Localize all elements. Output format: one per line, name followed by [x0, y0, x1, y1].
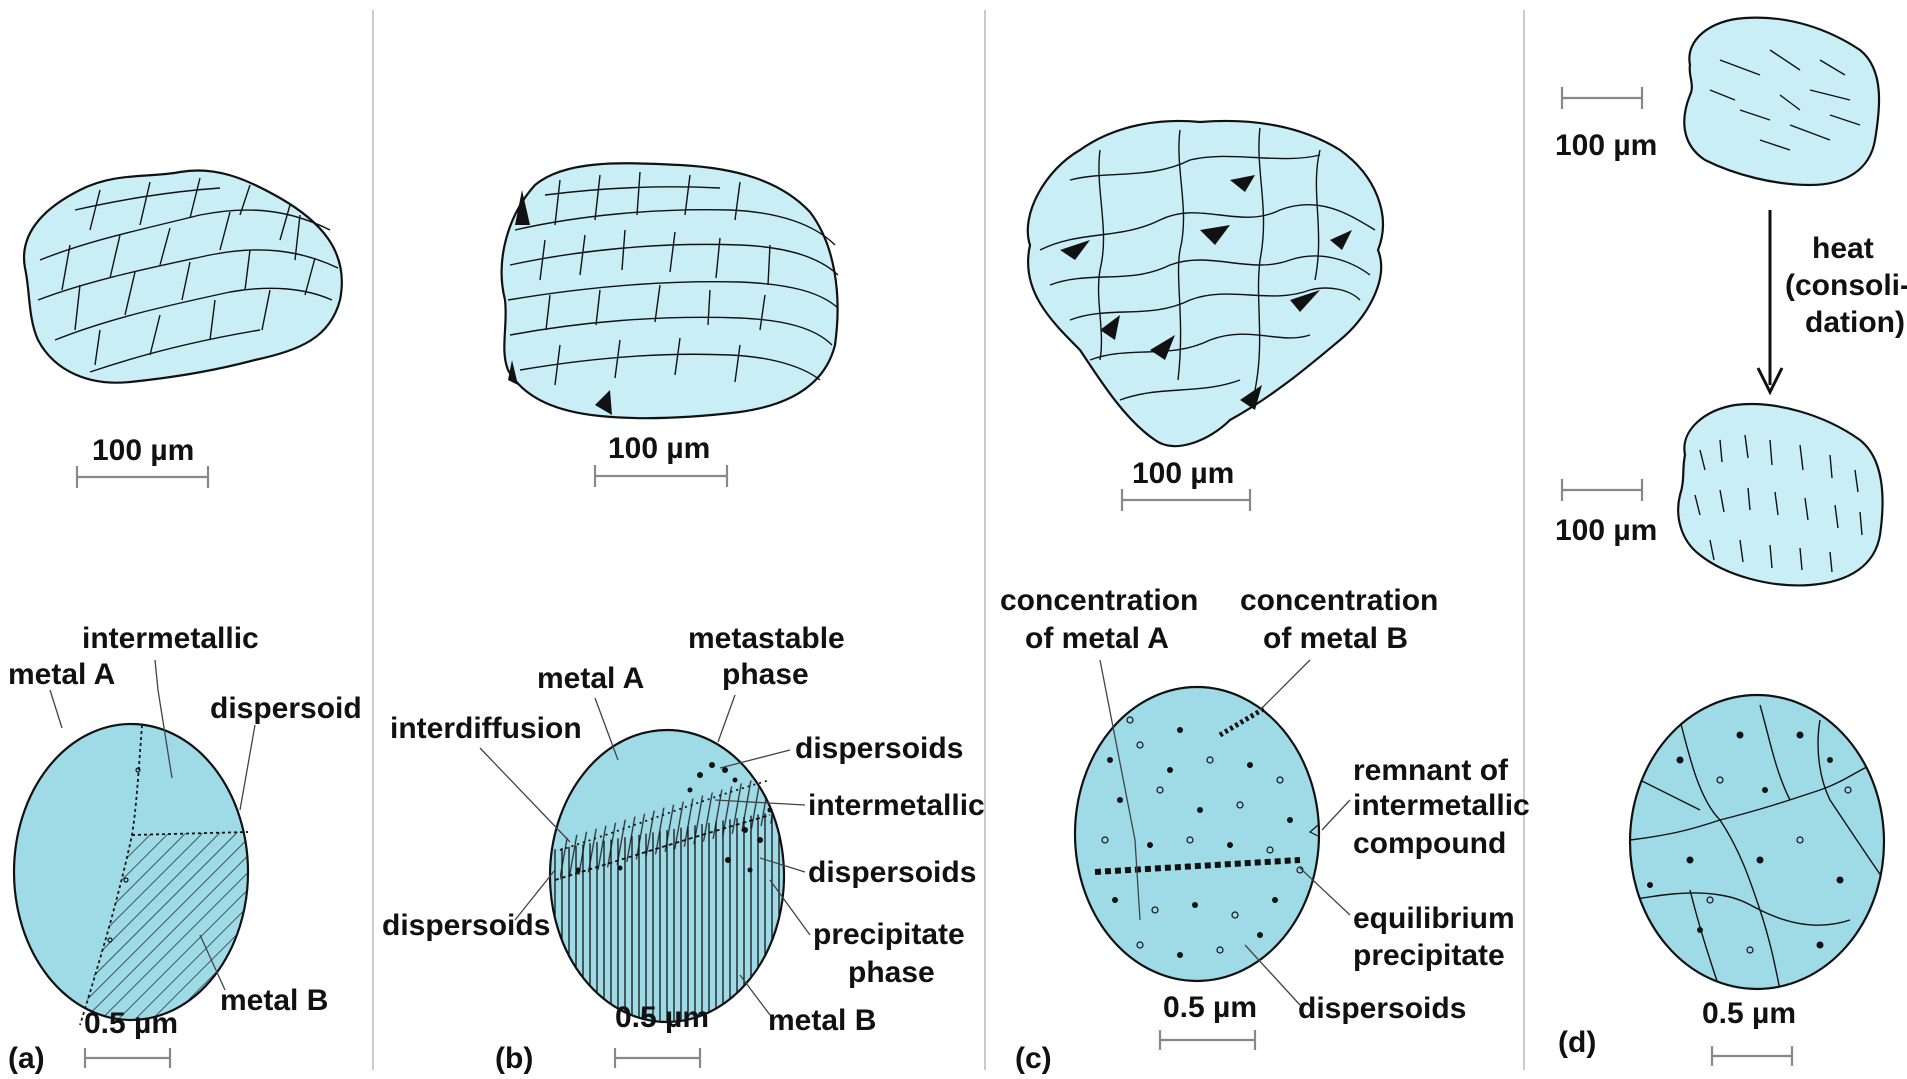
panel-a-particle — [24, 170, 342, 382]
callout-metal-a-b: metal A — [537, 662, 644, 695]
panel-b-cross-section — [550, 730, 784, 1030]
leader-metal-b-b — [740, 975, 770, 1015]
callout-remnant: remnant of — [1353, 754, 1509, 787]
panel-a-cross-section — [14, 724, 250, 1030]
leader-remnant — [1322, 800, 1350, 830]
panel-b: 100 µm metastable phase metal A interdif… — [382, 163, 985, 1075]
leader-metal-a — [50, 690, 62, 728]
callout-precipitate-c: precipitate — [1353, 939, 1505, 972]
panel-a: 100 µm intermetallic metal A dispersoid … — [8, 170, 362, 1075]
callout-conc-b-2: of metal B — [1263, 622, 1408, 655]
callout-conc-a-2: of metal A — [1025, 622, 1169, 655]
panel-d-particle-before — [1684, 18, 1879, 185]
panel-d-cross-section — [1630, 695, 1890, 990]
callout-compound: compound — [1353, 827, 1506, 860]
callout-metal-b: metal B — [220, 984, 328, 1017]
callout-intermetallic-b: intermetallic — [808, 789, 985, 822]
heat-label-1: heat — [1812, 232, 1874, 265]
callout-dispersoids-1: dispersoids — [795, 732, 963, 765]
callout-intermetallic-c: intermetallic — [1353, 789, 1530, 822]
leader-dispersoid — [240, 725, 255, 810]
heat-label-2: (consoli- — [1785, 269, 1907, 302]
panel-b-label: (b) — [495, 1042, 533, 1075]
callout-intermetallic: intermetallic — [82, 622, 259, 655]
callout-conc-b-1: concentration — [1240, 584, 1438, 617]
panel-d-label: (d) — [1558, 1026, 1596, 1059]
callout-dispersoids-2: dispersoids — [808, 856, 976, 889]
panel-d-top-scale-label: 100 µm — [1555, 129, 1657, 162]
panel-c-cross-section — [1075, 687, 1319, 981]
panel-c: 100 µm concentrat — [1000, 121, 1530, 1075]
panel-d: 100 µm heat (consoli- dation) 100 µm — [1555, 18, 1907, 1066]
panel-a-bottom-scale-label: 0.5 µm — [84, 1007, 178, 1040]
callout-dispersoids-c: dispersoids — [1298, 992, 1466, 1025]
callout-metastable: metastable — [688, 622, 845, 655]
panel-b-top-scale-label: 100 µm — [608, 432, 710, 465]
panel-d-bottom-scale-label: 0.5 µm — [1702, 997, 1796, 1030]
callout-conc-a-1: concentration — [1000, 584, 1198, 617]
callout-metastable-phase: phase — [722, 658, 809, 691]
panel-c-top-scale-label: 100 µm — [1132, 457, 1234, 490]
panel-a-top-scale-label: 100 µm — [92, 434, 194, 467]
leader-interdiffusion — [480, 748, 570, 842]
panel-c-label: (c) — [1015, 1042, 1052, 1075]
panel-b-bottom-scale-label: 0.5 µm — [615, 1001, 709, 1034]
callout-metal-a: metal A — [8, 658, 115, 691]
callout-equilibrium: equilibrium — [1353, 902, 1515, 935]
callout-precipitate-phase: phase — [848, 956, 935, 989]
panel-b-particle — [502, 163, 838, 418]
panel-a-label: (a) — [8, 1042, 45, 1075]
callout-precipitate: precipitate — [813, 918, 965, 951]
heat-label-3: dation) — [1805, 306, 1905, 339]
leader-conc-b — [1260, 660, 1310, 710]
callout-dispersoids-3: dispersoids — [382, 909, 550, 942]
panel-c-bottom-scale-label: 0.5 µm — [1163, 991, 1257, 1024]
panel-d-mid-scale-label: 100 µm — [1555, 514, 1657, 547]
panel-d-particle-after — [1678, 404, 1882, 585]
leader-metastable — [718, 695, 735, 742]
panel-c-particle — [1028, 121, 1383, 446]
callout-dispersoid: dispersoid — [210, 692, 362, 725]
callout-interdiffusion: interdiffusion — [390, 712, 582, 745]
callout-metal-b-b: metal B — [768, 1004, 876, 1037]
